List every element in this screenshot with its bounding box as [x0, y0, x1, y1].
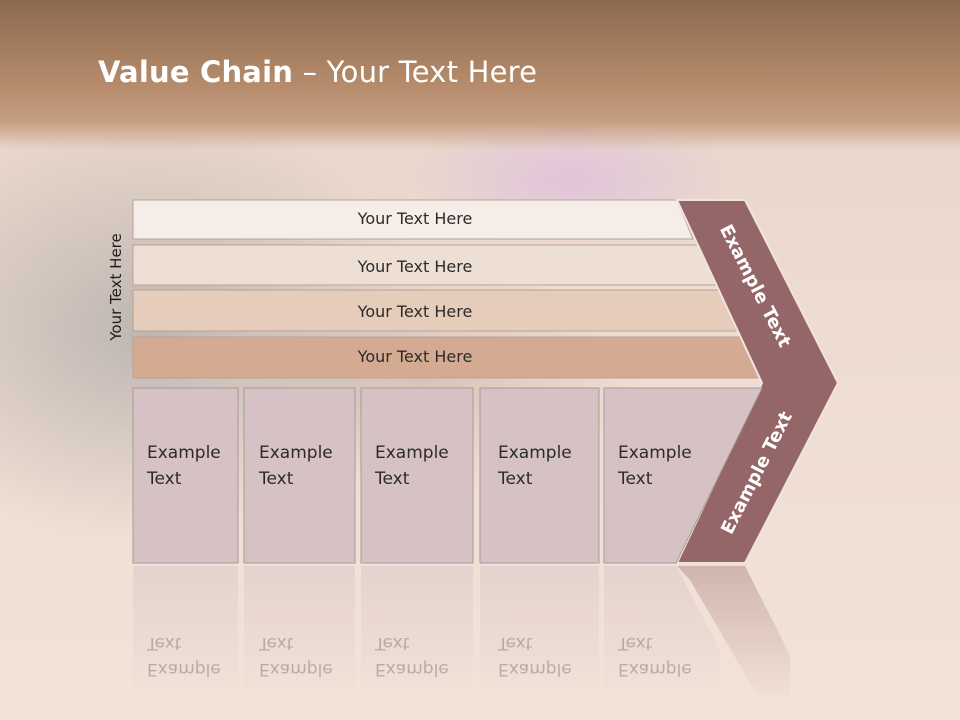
cell-3-label-reflection: Example Text [375, 633, 449, 679]
cell-2-reflection [244, 566, 355, 696]
band-4-label: Your Text Here [357, 347, 473, 366]
cell-1 [132, 387, 239, 564]
band-3-label: Your Text Here [357, 302, 473, 321]
cell-5 [603, 387, 763, 564]
title-bold: Value Chain [98, 55, 294, 89]
cell-4-label-reflection: Example Text [498, 633, 572, 679]
title-rest: – Your Text Here [293, 55, 538, 89]
chevron-reflection [677, 566, 790, 700]
cell-1-label-reflection: Example Text [147, 633, 221, 679]
cell-4 [479, 387, 600, 564]
cell-3 [360, 387, 474, 564]
cell-2 [243, 387, 356, 564]
band-1-label: Your Text Here [357, 209, 473, 228]
cell-1-label: Example Text [147, 443, 221, 489]
band-2-label: Your Text Here [357, 257, 473, 276]
cell-3-label: Example Text [375, 443, 449, 489]
cell-5-label-reflection: Example Text [618, 633, 692, 679]
cell-2-label: Example Text [259, 443, 333, 489]
band-1 [132, 199, 694, 240]
cell-2-label-reflection: Example Text [259, 633, 333, 679]
title-bar [0, 0, 960, 150]
cell-3-reflection [361, 566, 473, 696]
cell-5-reflection [604, 566, 720, 696]
cell-4-label: Example Text [498, 443, 572, 489]
cell-1-reflection [133, 566, 238, 696]
slide-title: Value Chain – Your Text Here [98, 55, 537, 89]
cell-5-label: Example Text [618, 443, 692, 489]
cell-4-reflection [480, 566, 599, 696]
chevron-arrow [675, 199, 840, 564]
